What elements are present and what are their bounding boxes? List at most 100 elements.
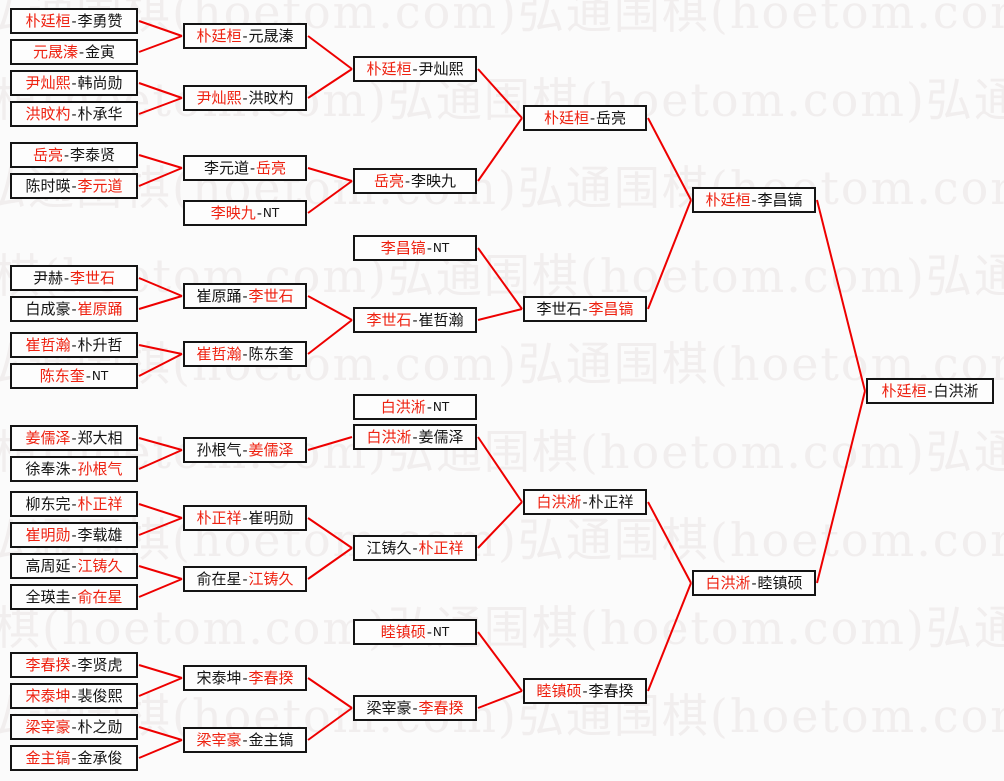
connector-line (816, 390, 866, 584)
connector-line (138, 726, 183, 741)
name-separator: - (589, 108, 596, 127)
winner-name: 朴正祥 (77, 494, 123, 513)
winner-name: 尹灿熙 (196, 88, 242, 107)
match-box[interactable]: 崔明勋-李载雄 (10, 522, 138, 548)
match-box[interactable]: 李世石-崔哲瀚 (353, 307, 477, 333)
loser-name: 尹灿熙 (418, 59, 464, 78)
winner-name: 朴廷桓 (25, 11, 71, 30)
name-separator: - (71, 525, 77, 544)
name-separator: - (63, 268, 70, 287)
match-box[interactable]: 陈时暎-李元道 (10, 173, 138, 199)
loser-name: NT (432, 625, 450, 639)
winner-name: 崔哲瀚 (25, 335, 71, 354)
connector-line (647, 501, 692, 584)
match-box[interactable]: 梁宰豪-李春揆 (353, 695, 477, 721)
winner-name: 朴廷桓 (196, 26, 242, 45)
name-separator: - (412, 310, 418, 329)
match-box[interactable]: 朴廷桓-尹灿熙 (353, 56, 477, 82)
watermark-text: 弘通围棋(hoetom.com)弘通围棋(hoetom.com)弘通围棋(hoe… (0, 337, 1004, 391)
match-box[interactable]: 崔哲瀚-陈东奎 (183, 341, 307, 367)
name-separator: - (249, 158, 256, 177)
match-box[interactable]: 尹灿熙-洪旼杓 (183, 85, 307, 111)
winner-name: 李春揆 (25, 655, 71, 674)
match-box[interactable]: 尹赫-李世石 (10, 265, 138, 291)
name-separator: - (242, 286, 248, 305)
name-separator: - (582, 299, 588, 318)
name-separator: - (242, 668, 248, 687)
match-box[interactable]: 元晟溱-金寅 (10, 39, 138, 65)
loser-name: 李映九 (411, 171, 457, 190)
match-box[interactable]: 岳亮-李泰贤 (10, 142, 138, 168)
connector-line (816, 199, 866, 392)
match-box[interactable]: 孙根气-姜儒泽 (183, 437, 307, 463)
match-box[interactable]: 李元道-岳亮 (183, 155, 307, 181)
match-box[interactable]: 朴廷桓-岳亮 (523, 105, 647, 131)
match-box[interactable]: 全瑛圭-俞在星 (10, 584, 138, 610)
loser-name: NT (262, 206, 280, 220)
match-box[interactable]: 尹灿熙-韩尚勋 (10, 70, 138, 96)
match-box[interactable]: 徐奉洙-孙根气 (10, 456, 138, 482)
match-box[interactable]: 白洪淅-姜儒泽 (353, 424, 477, 450)
match-box[interactable]: 梁宰豪-金主镐 (183, 727, 307, 753)
winner-name: 梁宰豪 (196, 730, 242, 749)
winner-name: 朴廷桓 (705, 190, 751, 209)
name-separator: - (78, 42, 85, 61)
name-separator: - (404, 171, 411, 190)
match-box[interactable]: 睦镇硕-NT (353, 619, 477, 645)
loser-name: 朴承华 (77, 104, 123, 123)
match-box[interactable]: 白洪淅-朴正祥 (523, 489, 647, 515)
match-box[interactable]: 金主镐-金承俊 (10, 745, 138, 771)
match-box[interactable]: 朴廷桓-李昌镐 (692, 187, 816, 213)
name-separator: - (412, 59, 418, 78)
winner-name: 姜儒泽 (25, 428, 71, 447)
match-box[interactable]: 李映九-NT (183, 200, 307, 226)
match-box[interactable]: 睦镇硕-李春揆 (523, 678, 647, 704)
winner-name: 李世石 (366, 310, 412, 329)
match-box[interactable]: 朴廷桓-李勇赞 (10, 8, 138, 34)
winner-name: 尹灿熙 (25, 73, 71, 92)
match-box[interactable]: 崔原踊-李世石 (183, 283, 307, 309)
loser-name: 尹赫 (32, 268, 63, 287)
loser-name: 郑大相 (77, 428, 123, 447)
match-box[interactable]: 姜儒泽-郑大相 (10, 425, 138, 451)
match-box[interactable]: 李春揆-李贤虎 (10, 652, 138, 678)
loser-name: 徐奉洙 (25, 459, 71, 478)
match-box[interactable]: 宋泰坤-裴俊熙 (10, 683, 138, 709)
watermark-text: 弘通围棋(hoetom.com)弘通围棋(hoetom.com)弘通围棋(hoe… (0, 513, 1004, 567)
connector-line (307, 547, 353, 580)
match-box[interactable]: 白洪淅-睦镇硕 (692, 570, 816, 596)
match-box[interactable]: 朴廷桓-白洪淅 (866, 378, 994, 404)
loser-name: 朴之勋 (77, 717, 123, 736)
match-box[interactable]: 梁宰豪-朴之勋 (10, 714, 138, 740)
connector-line (307, 68, 353, 99)
match-box[interactable]: 宋泰坤-李春揆 (183, 665, 307, 691)
name-separator: - (582, 681, 588, 700)
match-box[interactable]: 李世石-李昌镐 (523, 296, 647, 322)
loser-name: 洪旼杓 (248, 88, 294, 107)
match-box[interactable]: 崔哲瀚-朴升哲 (10, 332, 138, 358)
loser-name: NT (91, 369, 109, 383)
connector-line (138, 739, 183, 759)
watermark-text: 弘通围棋(hoetom.com)弘通围棋(hoetom.com)弘通围棋(hoe… (0, 73, 1004, 127)
match-box[interactable]: 岳亮-李映九 (353, 168, 477, 194)
match-box[interactable]: 白洪淅-NT (353, 394, 477, 420)
match-box[interactable]: 洪旼杓-朴承华 (10, 101, 138, 127)
match-box[interactable]: 江铸久-朴正祥 (353, 535, 477, 561)
winner-name: 岳亮 (256, 158, 287, 177)
match-box[interactable]: 高周延-江铸久 (10, 553, 138, 579)
name-separator: - (242, 344, 248, 363)
connector-line (647, 582, 692, 692)
match-box[interactable]: 白成豪-崔原踊 (10, 296, 138, 322)
match-box[interactable]: 俞在星-江铸久 (183, 566, 307, 592)
connector-line (138, 517, 183, 536)
loser-name: 金主镐 (248, 730, 294, 749)
connector-line (477, 247, 523, 310)
match-box[interactable]: 李昌镐-NT (353, 235, 477, 261)
match-box[interactable]: 朴正祥-崔明勋 (183, 505, 307, 531)
match-box[interactable]: 朴廷桓-元晟溱 (183, 23, 307, 49)
match-box[interactable]: 柳东完-朴正祥 (10, 491, 138, 517)
name-separator: - (71, 748, 77, 767)
match-box[interactable]: 陈东奎-NT (10, 363, 138, 389)
loser-name: 陈东奎 (248, 344, 294, 363)
